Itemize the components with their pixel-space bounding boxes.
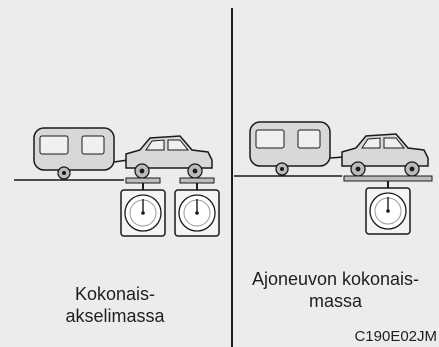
caravan-trailer-icon — [33, 127, 129, 180]
axle-mass-caption: Kokonais- akselimassa — [20, 283, 210, 327]
weighing-scale-icon — [365, 187, 411, 235]
axle-mass-caption-line-1: Kokonais- — [74, 284, 156, 304]
caravan-trailer-icon — [249, 121, 345, 176]
axle-mass-panel: Kokonais- akselimassa — [14, 127, 220, 327]
vehicle-mass-caption-line-1: Ajoneuvon kokonais- — [251, 269, 420, 289]
vehicle-mass-caption-line-2: massa — [308, 291, 362, 311]
weighing-scale-icon — [174, 189, 220, 237]
vehicle-mass-panel: Ajoneuvon kokonais- massa — [232, 0, 439, 347]
axle-mass-illustration — [14, 127, 220, 237]
axle-mass-caption-line-2: akselimassa — [65, 306, 165, 326]
car-icon — [125, 135, 213, 179]
vehicle-mass-illustration — [234, 121, 433, 235]
car-icon — [341, 133, 429, 177]
figure-code: C190E02JM — [354, 328, 437, 345]
weighing-scale-icon — [120, 189, 166, 237]
panel-divider — [231, 8, 233, 347]
vehicle-mass-caption: Ajoneuvon kokonais- massa — [232, 268, 439, 312]
